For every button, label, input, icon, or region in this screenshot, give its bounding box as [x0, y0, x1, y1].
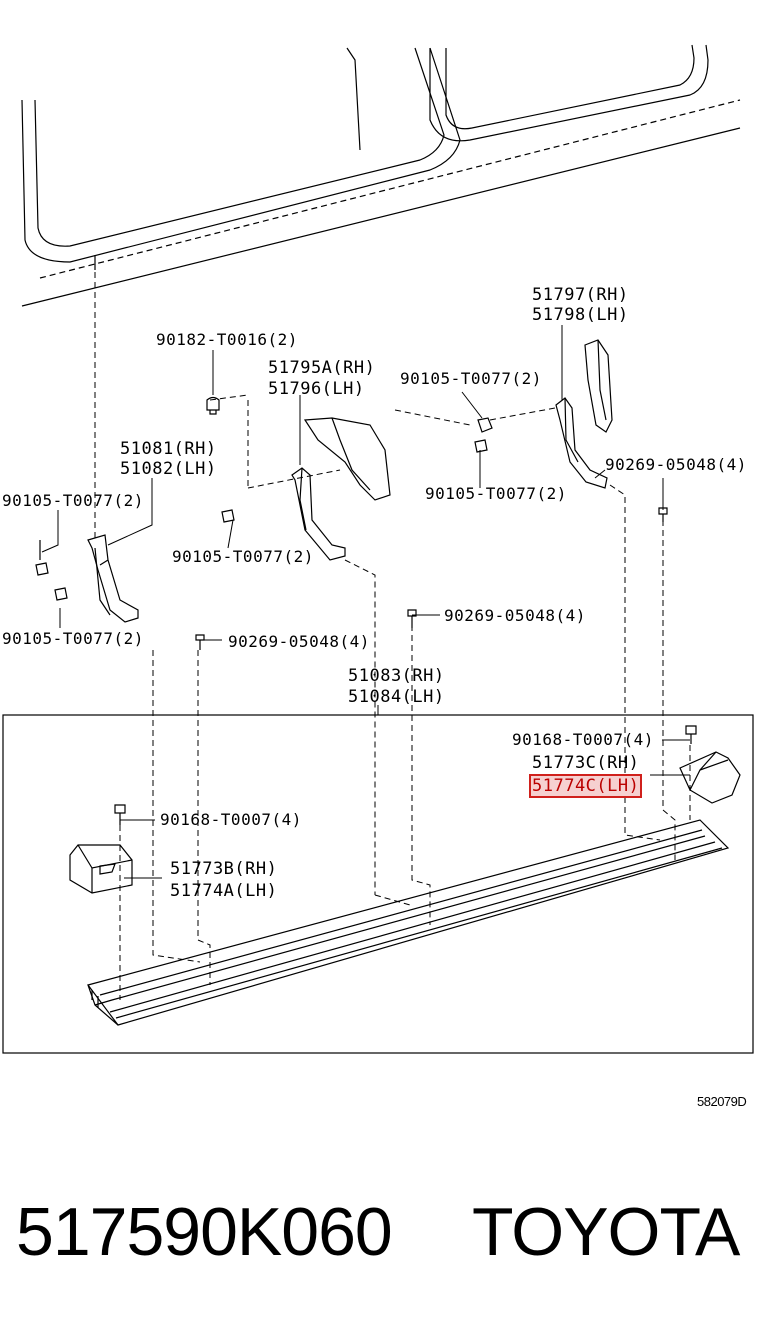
brand-name: TOYOTA	[472, 1194, 740, 1270]
label-51082-lh: 51082(LH)	[120, 459, 217, 479]
fasteners	[35, 396, 697, 825]
label-90168-t0007-left: 90168-T0007(4)	[160, 810, 302, 829]
label-90105-t0077-left: 90105-T0077(2)	[2, 491, 144, 510]
bracket-51081	[87, 534, 139, 623]
label-51774a-lh: 51774A(LH)	[170, 881, 278, 901]
bracket-51797	[555, 339, 613, 489]
end-cap-right	[679, 751, 741, 804]
label-51773c-rh: 51773C(RH)	[532, 753, 640, 773]
bracket-51795a	[291, 417, 391, 561]
vehicle-body-outline	[21, 44, 741, 307]
label-90168-t0007-right: 90168-T0007(4)	[512, 730, 654, 749]
label-51797-rh: 51797(RH)	[532, 285, 629, 305]
label-51081-rh: 51081(RH)	[120, 439, 217, 459]
label-90105-t0077-right: 90105-T0077(2)	[425, 484, 567, 503]
label-90105-t0077-mid: 90105-T0077(2)	[172, 547, 314, 566]
label-51796-lh: 51796(LH)	[268, 379, 365, 399]
label-90269-05048-right: 90269-05048(4)	[605, 455, 747, 474]
part-number: 517590K060	[16, 1194, 393, 1270]
label-51774c-lh-highlighted: 51774C(LH)	[528, 774, 643, 798]
running-board	[86, 819, 730, 1026]
label-90182-t0016: 90182-T0016(2)	[156, 330, 298, 349]
label-51084-lh: 51084(LH)	[348, 687, 445, 707]
label-51773b-rh: 51773B(RH)	[170, 859, 278, 879]
lower-panel-frame	[2, 714, 754, 1054]
highlighted-part: 51774C(LH)	[528, 774, 643, 798]
label-90105-t0077-top: 90105-T0077(2)	[400, 369, 542, 388]
label-51798-lh: 51798(LH)	[532, 305, 629, 325]
label-90105-t0077-left-low: 90105-T0077(2)	[2, 629, 144, 648]
end-cap-left	[69, 844, 133, 894]
drawing-code: 582079D	[697, 1094, 747, 1109]
label-90269-05048-left: 90269-05048(4)	[228, 632, 370, 651]
label-90269-05048-mid: 90269-05048(4)	[444, 606, 586, 625]
leader-lines	[41, 325, 690, 879]
label-51083-rh: 51083(RH)	[348, 666, 445, 686]
label-51795a-rh: 51795A(RH)	[268, 358, 376, 378]
